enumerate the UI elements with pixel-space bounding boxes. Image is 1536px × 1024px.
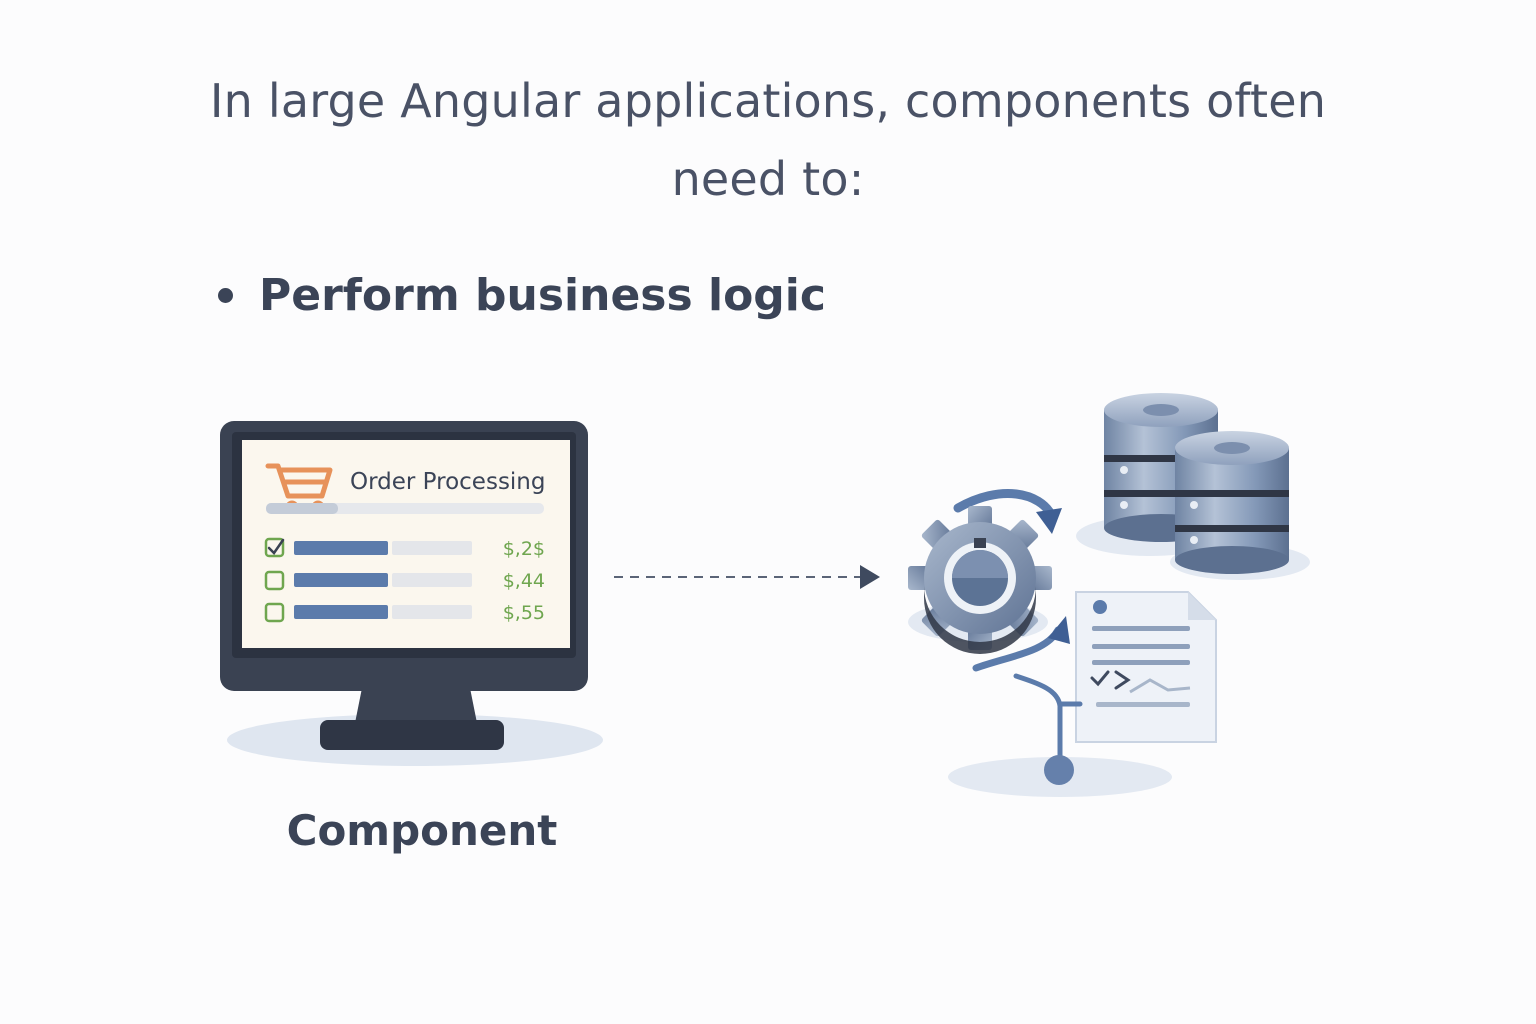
- database-icon: [1175, 431, 1289, 574]
- row-price: $,55: [503, 602, 545, 624]
- row-bar-empty: [392, 573, 472, 587]
- row-bar: [294, 605, 388, 619]
- connector-stem: [1013, 673, 1063, 763]
- business-logic-illustration: [908, 393, 1310, 797]
- monitor-neck: [354, 688, 478, 728]
- order-row: $,55: [264, 602, 545, 624]
- component-label: Component: [286, 806, 558, 855]
- progress-fill: [266, 503, 338, 514]
- row-bar: [294, 573, 388, 587]
- row-price: $,44: [503, 570, 545, 592]
- code-document-icon: [1075, 591, 1217, 743]
- order-row: $,44: [264, 570, 545, 592]
- check-icon: [267, 538, 285, 555]
- intro-line-2: need to:: [671, 152, 865, 206]
- screen-title: Order Processing: [350, 469, 546, 495]
- checkbox: [264, 537, 285, 558]
- row-bar: [294, 541, 388, 555]
- intro-line-1: In large Angular applications, component…: [209, 74, 1327, 128]
- gear-icon: [908, 506, 1052, 654]
- intro-heading: In large Angular applications, component…: [200, 62, 1336, 218]
- checkbox: [264, 602, 285, 623]
- row-bar-empty: [392, 541, 472, 555]
- bullet-item: Perform business logic: [218, 262, 826, 328]
- bullet-dot: [218, 287, 233, 303]
- cycle-arrow: [953, 489, 1057, 521]
- bullet-text: Perform business logic: [259, 269, 826, 321]
- order-row: $,2$: [264, 537, 545, 560]
- row-bar-empty: [392, 605, 472, 619]
- checkbox: [264, 570, 285, 591]
- row-price: $,2$: [503, 538, 545, 560]
- monitor-base: [320, 720, 504, 750]
- connector-node: [1044, 755, 1074, 785]
- component-monitor: Order Processing $,2$ $,44: [220, 421, 603, 766]
